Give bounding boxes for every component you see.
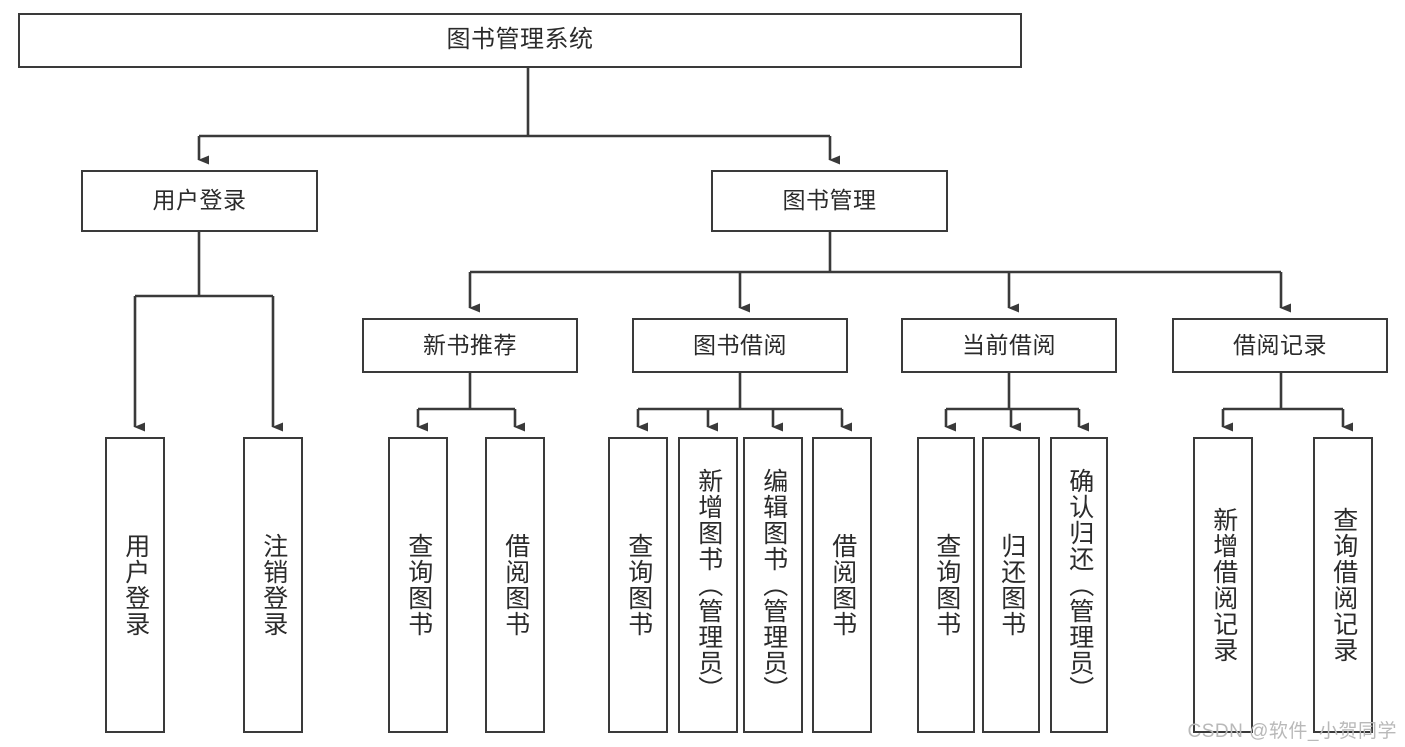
node-label: 用户登录 — [152, 187, 247, 214]
leaf-node-return-book[interactable]: 归还图书 — [982, 437, 1040, 733]
node-label: 注销登录 — [259, 533, 288, 637]
node-label: 借阅图书 — [828, 533, 857, 637]
leaf-node-query-book-recommend[interactable]: 查询图书 — [388, 437, 448, 733]
leaf-node-user-login[interactable]: 用户登录 — [105, 437, 165, 733]
node-book-borrow[interactable]: 图书借阅 — [632, 318, 848, 373]
node-book-manage[interactable]: 图书管理 — [711, 170, 948, 232]
node-label: 用户登录 — [121, 533, 150, 637]
node-label: 借阅记录 — [1233, 331, 1327, 358]
leaf-node-confirm-return-admin[interactable]: 确认归还（管理员） — [1050, 437, 1108, 733]
node-borrow-record[interactable]: 借阅记录 — [1172, 318, 1388, 373]
leaf-node-edit-book-admin[interactable]: 编辑图书（管理员） — [743, 437, 803, 733]
node-root-book-management-system[interactable]: 图书管理系统 — [18, 13, 1022, 68]
node-label: 编辑图书（管理员） — [759, 468, 788, 702]
leaf-node-add-borrow-record[interactable]: 新增借阅记录 — [1193, 437, 1253, 733]
node-label: 借阅图书 — [501, 533, 530, 637]
leaf-node-borrow-book[interactable]: 借阅图书 — [812, 437, 872, 733]
node-label: 图书管理系统 — [446, 26, 594, 54]
node-label: 查询图书 — [404, 533, 433, 637]
leaf-node-borrow-book-recommend[interactable]: 借阅图书 — [485, 437, 545, 733]
node-current-borrow[interactable]: 当前借阅 — [901, 318, 1117, 373]
node-label: 图书借阅 — [693, 331, 787, 358]
node-label: 新增图书（管理员） — [694, 468, 723, 702]
node-label: 新增借阅记录 — [1209, 507, 1238, 663]
watermark-text: CSDN @软件_小贺同学 — [1187, 721, 1397, 742]
node-user-login[interactable]: 用户登录 — [81, 170, 318, 232]
node-label: 确认归还（管理员） — [1065, 468, 1094, 702]
leaf-node-query-book-borrow[interactable]: 查询图书 — [608, 437, 668, 733]
leaf-node-query-book-current[interactable]: 查询图书 — [917, 437, 975, 733]
leaf-node-add-book-admin[interactable]: 新增图书（管理员） — [678, 437, 738, 733]
node-new-book-recommend[interactable]: 新书推荐 — [362, 318, 578, 373]
node-label: 查询图书 — [624, 533, 653, 637]
node-label: 查询图书 — [932, 533, 961, 637]
node-label: 图书管理 — [782, 187, 877, 214]
node-label: 查询借阅记录 — [1329, 507, 1358, 663]
node-label: 归还图书 — [997, 533, 1026, 637]
leaf-node-logout-login[interactable]: 注销登录 — [243, 437, 303, 733]
leaf-node-query-borrow-record[interactable]: 查询借阅记录 — [1313, 437, 1373, 733]
node-label: 当前借阅 — [962, 331, 1056, 358]
node-label: 新书推荐 — [423, 331, 517, 358]
